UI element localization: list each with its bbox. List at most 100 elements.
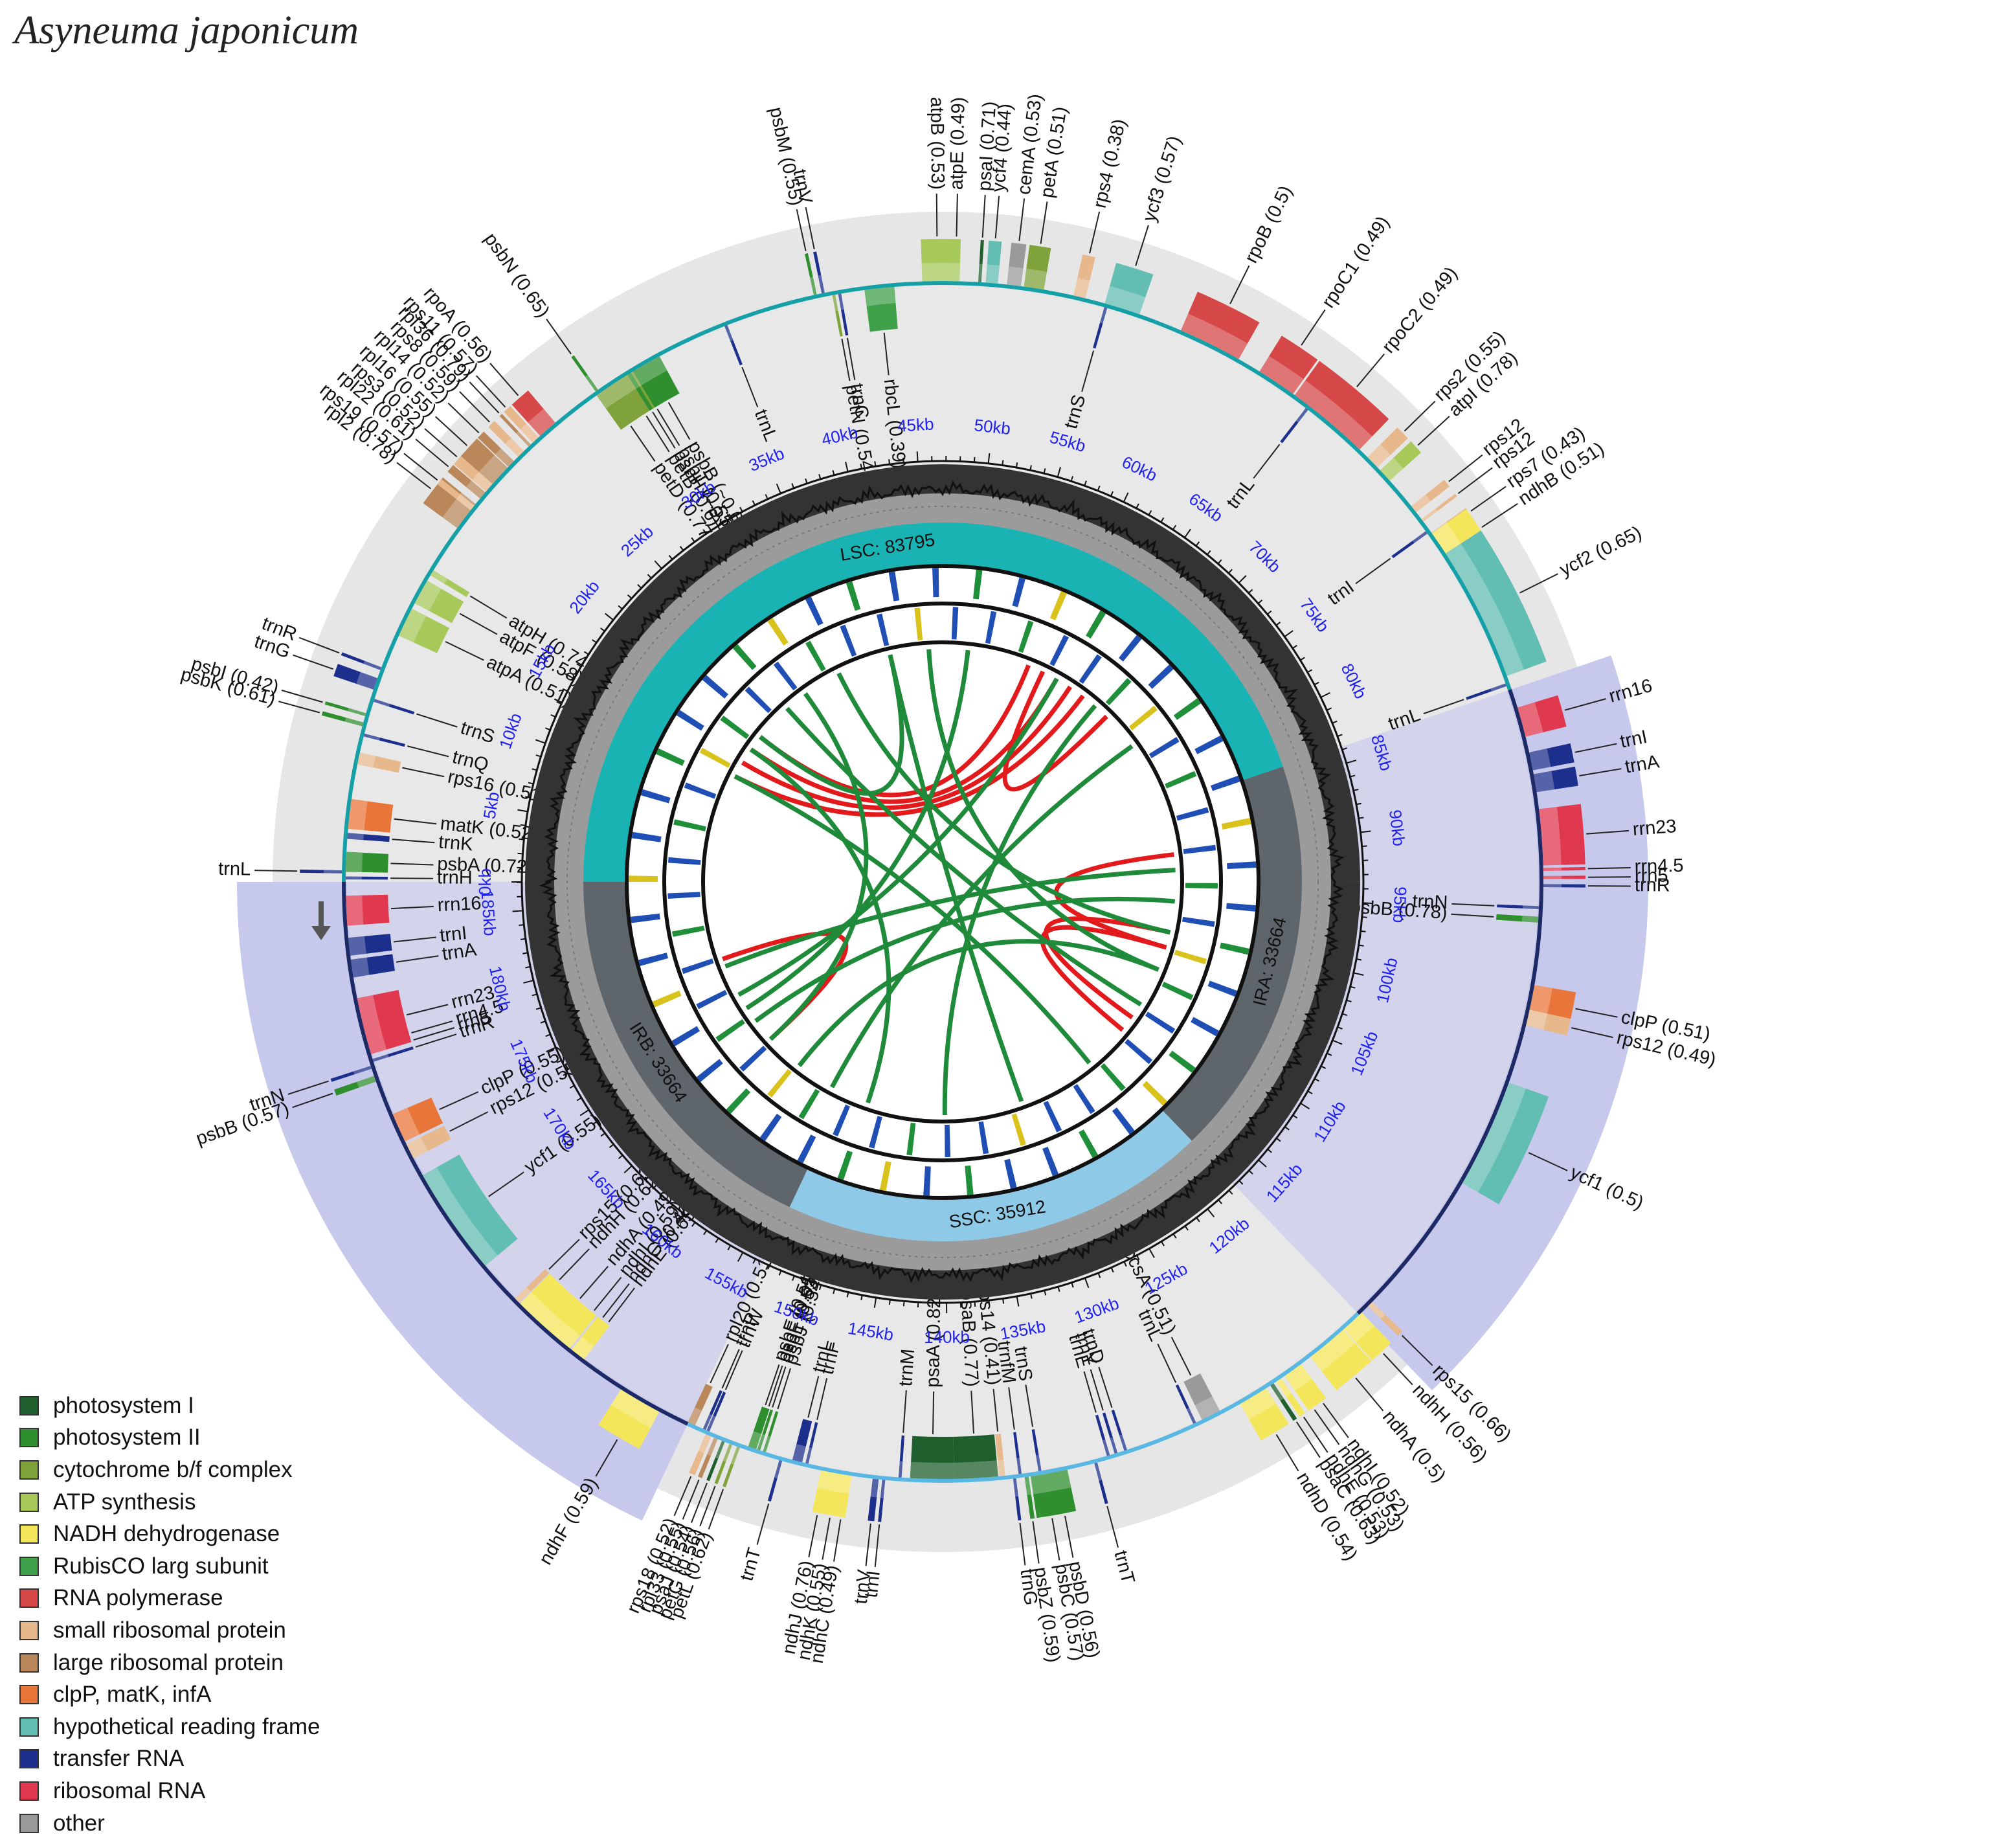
gene-highlight xyxy=(1543,884,1562,887)
gene-highlight xyxy=(910,1462,954,1479)
gene-highlight xyxy=(348,936,366,956)
tick-mark xyxy=(1359,945,1364,946)
legend-item: transfer RNA xyxy=(19,1743,320,1776)
gene-highlight xyxy=(1522,916,1539,923)
tick-mark xyxy=(974,457,975,462)
legend: photosystem I photosystem II cytochrome b/… xyxy=(19,1390,320,1839)
legend-item: photosystem I xyxy=(19,1390,320,1422)
gene-leader xyxy=(933,1392,934,1434)
tick-mark xyxy=(517,853,522,854)
legend-item: ribosomal RNA xyxy=(19,1775,320,1807)
gene-highlight xyxy=(1534,771,1554,793)
gene-leader xyxy=(956,194,957,236)
gene-highlight xyxy=(1024,269,1047,289)
gene-highlight xyxy=(346,876,362,879)
gene-highlight xyxy=(954,1460,998,1479)
gene-highlight xyxy=(1543,868,1562,871)
gene-label: trnI xyxy=(1618,727,1649,752)
tick-mark xyxy=(1361,931,1366,932)
legend-item: other xyxy=(19,1807,320,1839)
gene-highlight xyxy=(952,263,960,281)
legend-label: other xyxy=(53,1811,105,1836)
species-title: Asyneuma japonicum xyxy=(14,8,359,54)
gene-highlight xyxy=(1543,876,1562,879)
tick-label: 185kb xyxy=(477,890,500,937)
legend-item: NADH dehydrogenase xyxy=(19,1518,320,1550)
tick-mark xyxy=(1362,917,1367,918)
tick-mark xyxy=(975,1302,976,1307)
tick-mark xyxy=(513,910,523,911)
tick-mark xyxy=(1002,460,1003,466)
legend-swatch xyxy=(19,1588,39,1608)
tick-mark xyxy=(521,825,526,826)
legend-label: transfer RNA xyxy=(53,1746,184,1772)
gene-highlight xyxy=(346,896,363,926)
gene-highlight xyxy=(986,264,1000,283)
gene-label: ycf3 (0.57) xyxy=(1139,133,1185,224)
legend-item: RNA polymerase xyxy=(19,1583,320,1615)
gene-label: rrn16 xyxy=(437,893,482,916)
gene-highlight xyxy=(351,958,370,978)
legend-item: cytochrome b/f complex xyxy=(19,1454,320,1486)
tick-mark xyxy=(917,451,918,462)
tick-mark xyxy=(519,839,524,840)
legend-item: large ribosomal protein xyxy=(19,1647,320,1679)
legend-label: hypothetical reading frame xyxy=(53,1714,320,1740)
repeat-marker xyxy=(629,875,658,882)
legend-item: RubisCO larg subunit xyxy=(19,1550,320,1583)
tick-label: 50kb xyxy=(973,415,1011,438)
gene-highlight xyxy=(346,852,363,872)
tick-mark xyxy=(521,939,526,940)
gene-label: rps4 (0.38) xyxy=(1090,117,1130,210)
gene-label: trnH xyxy=(437,867,473,888)
legend-swatch xyxy=(19,1814,39,1833)
repeat-marker xyxy=(945,1125,950,1157)
gene-label: trnV xyxy=(851,1568,875,1605)
legend-item: ATP synthesis xyxy=(19,1486,320,1518)
gene-label: trnT xyxy=(1110,1548,1138,1586)
legend-item: hypothetical reading frame xyxy=(19,1711,320,1743)
gene-label: trnK xyxy=(438,831,474,855)
legend-item: small ribosomal protein xyxy=(19,1614,320,1647)
gene-label: trnL xyxy=(218,859,251,880)
legend-swatch xyxy=(19,1749,39,1768)
tick-mark xyxy=(903,458,904,463)
legend-label: ATP synthesis xyxy=(53,1489,196,1515)
gene-label: ycf2 (0.65) xyxy=(1556,523,1645,581)
gene-highlight xyxy=(324,870,342,874)
gene-highlight xyxy=(1529,749,1551,771)
tick-label: 140kb xyxy=(924,1327,970,1348)
legend-label: RubisCO larg subunit xyxy=(53,1553,269,1579)
legend-swatch xyxy=(19,1557,39,1576)
legend-item: clpP, matK, infA xyxy=(19,1678,320,1711)
gene-label: rpoC2 (0.49) xyxy=(1378,263,1462,357)
tick-label: 45kb xyxy=(897,414,934,435)
gene-label: rpoB (0.5) xyxy=(1241,183,1297,267)
gene-label: trnI xyxy=(439,923,468,946)
gene-label: rrn23 xyxy=(1632,816,1677,840)
legend-swatch xyxy=(19,1493,39,1512)
gene-label: psbN (0.65) xyxy=(480,229,553,321)
legend-label: large ribosomal protein xyxy=(53,1650,284,1676)
tick-mark xyxy=(1016,462,1017,468)
legend-swatch xyxy=(19,1781,39,1801)
gene-label: rpoC1 (0.49) xyxy=(1318,212,1394,311)
legend-label: photosystem II xyxy=(53,1425,201,1450)
legend-swatch xyxy=(19,1396,39,1416)
legend-swatch xyxy=(19,1653,39,1673)
legend-item: photosystem II xyxy=(19,1422,320,1454)
gene-label: trnM xyxy=(895,1348,919,1387)
legend-label: photosystem I xyxy=(53,1393,194,1419)
legend-label: ribosomal RNA xyxy=(53,1778,205,1804)
gene-highlight xyxy=(348,799,368,830)
legend-label: clpP, matK, infA xyxy=(53,1682,211,1708)
gene-label: trnG xyxy=(1016,1568,1042,1607)
gene-label: trnR xyxy=(1635,875,1670,896)
legend-swatch xyxy=(19,1685,39,1704)
gene-highlight xyxy=(1007,266,1023,286)
gene-label: ndhF (0.59) xyxy=(535,1474,602,1569)
gene-label: atpB (0.53) xyxy=(926,96,948,190)
tick-mark xyxy=(889,459,890,464)
gene-highlight xyxy=(864,287,895,306)
tick-label: 95kb xyxy=(1389,886,1411,923)
